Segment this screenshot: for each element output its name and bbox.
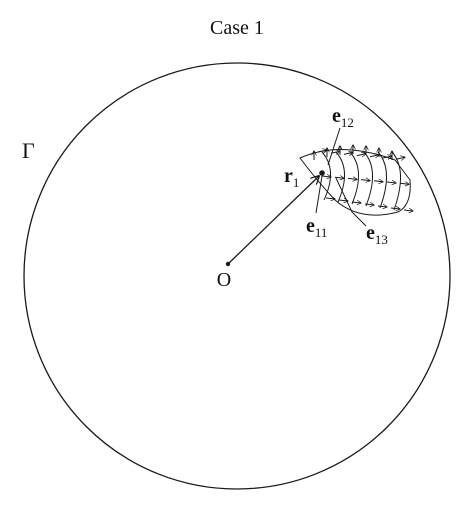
field-arrow — [377, 206, 387, 207]
field-arrow — [325, 198, 335, 199]
field-arrow — [403, 210, 413, 211]
field-sheet — [363, 151, 373, 207]
field-arrow — [347, 178, 357, 179]
field-arrow — [390, 208, 400, 209]
field-arrow — [399, 183, 409, 184]
position-vector-r1 — [227, 176, 319, 265]
diagram-title: Case 1 — [210, 17, 264, 39]
field-arrow — [395, 157, 405, 159]
field-arrow — [330, 151, 340, 153]
pointer-e12 — [327, 127, 341, 166]
field-arrow — [321, 176, 331, 177]
field-arrow — [369, 155, 379, 157]
origin-label: O — [217, 269, 231, 291]
field-arrow — [386, 182, 396, 183]
position-label-r1: r1 — [284, 165, 299, 190]
field-arrow — [373, 181, 383, 182]
vector-label-e12: e12 — [332, 105, 354, 130]
field-sheet — [349, 151, 359, 205]
field-sheet — [335, 151, 345, 203]
field-arrow — [360, 180, 370, 181]
field-sheet — [377, 151, 387, 209]
local-frame-field — [299, 145, 413, 216]
field-arrow — [334, 177, 344, 178]
pointer-e11 — [315, 175, 323, 214]
field-arrow — [356, 154, 366, 156]
boundary-label: Γ — [22, 138, 35, 163]
field-arrow — [351, 202, 361, 203]
field-envelope — [299, 149, 411, 216]
field-sheet — [321, 151, 331, 201]
pointer-e13 — [335, 177, 367, 227]
field-sheet — [391, 151, 401, 211]
field-arrow — [343, 152, 353, 154]
vector-label-e11: e11 — [306, 215, 327, 240]
boundary-circle — [23, 62, 451, 490]
vector-label-e13: e13 — [366, 222, 388, 247]
field-arrow — [382, 156, 392, 158]
field-arrow — [364, 204, 374, 205]
point-r1 — [319, 170, 325, 176]
